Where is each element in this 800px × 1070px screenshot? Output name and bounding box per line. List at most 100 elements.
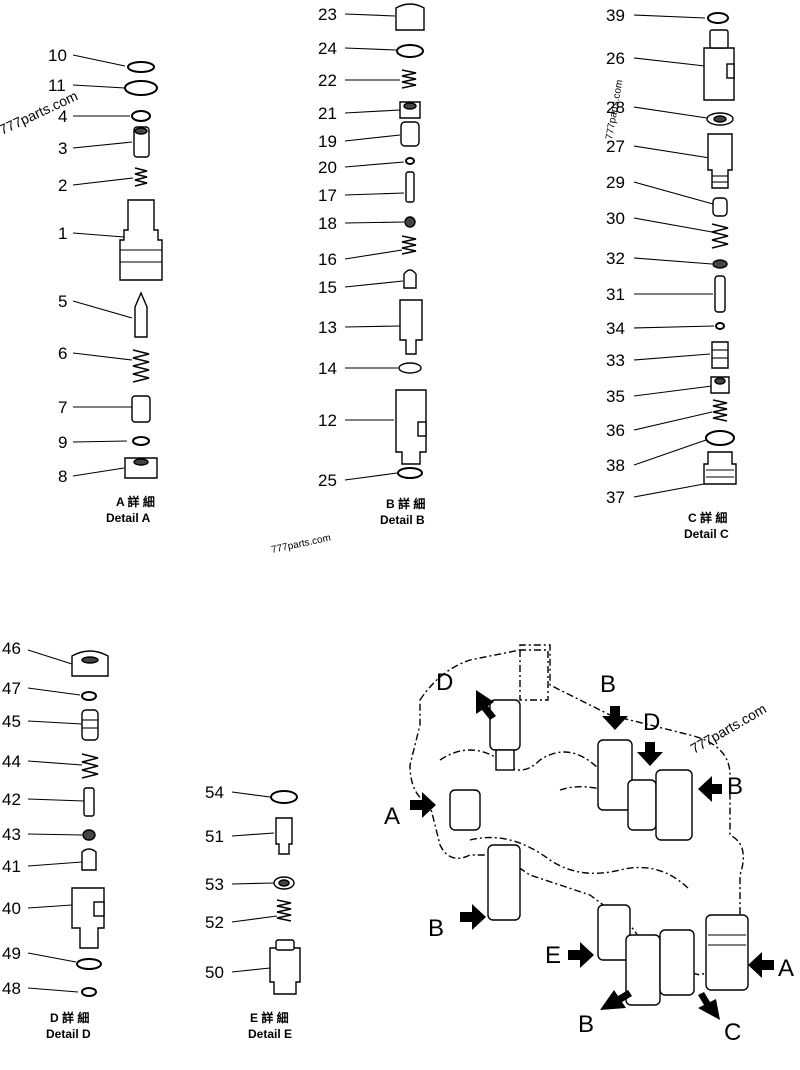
poppet-29	[712, 197, 728, 217]
ring-43	[82, 829, 96, 841]
cartridge-b-bottom	[625, 934, 661, 1006]
callout-b-bottom: B	[578, 1011, 594, 1038]
stem-51	[275, 817, 293, 855]
label-b-18: 18	[318, 214, 337, 233]
stem-42	[83, 787, 95, 817]
spring-30	[711, 223, 729, 249]
arrow-b-right	[698, 776, 722, 802]
label-b-17: 17	[318, 186, 337, 205]
label-e-52: 52	[205, 913, 224, 932]
arrow-b-top	[602, 706, 628, 730]
sleeve-27	[707, 133, 733, 189]
sleeve-13	[399, 299, 423, 355]
needle-5	[134, 291, 148, 338]
oring-11	[124, 80, 158, 96]
ring-14	[398, 362, 422, 374]
caption-c-en: Detail C	[684, 527, 729, 541]
label-b-24: 24	[318, 39, 337, 58]
label-c-28: 28	[606, 98, 625, 117]
label-d-49: 49	[2, 944, 21, 963]
label-e-50: 50	[205, 963, 224, 982]
arrow-d-top	[476, 690, 496, 720]
label-b-21: 21	[318, 104, 337, 123]
caption-d-en: Detail D	[46, 1027, 91, 1041]
arrow-a-right	[748, 952, 774, 978]
spring-52	[276, 899, 292, 922]
label-b-16: 16	[318, 250, 337, 269]
detail-b-group: 23 24 22 21 19 20 17 18 16 15 13 14 12 2…	[318, 3, 427, 527]
arrow-b-bottom	[600, 990, 632, 1010]
arrow-b-left	[460, 904, 486, 930]
piston-3	[133, 126, 150, 158]
label-d-46: 46	[2, 639, 21, 658]
label-d-47: 47	[2, 679, 21, 698]
label-c-34: 34	[606, 319, 625, 338]
spring-36	[712, 399, 728, 422]
callout-a-left: A	[384, 803, 400, 830]
nut-8	[124, 457, 158, 479]
label-d-44: 44	[2, 752, 21, 771]
cartridge-b-top	[597, 739, 633, 811]
callout-e: E	[545, 942, 561, 969]
label-c-32: 32	[606, 249, 625, 268]
label-c-27: 27	[606, 137, 625, 156]
callout-b-top: B	[600, 671, 616, 698]
valve-assembly: D B D B A B E A B C	[384, 644, 794, 1046]
oring-10	[127, 61, 155, 73]
label-a-7: 7	[58, 398, 67, 417]
caption-d-jp: D 詳 細	[50, 1010, 89, 1025]
caption-b-en: Detail B	[380, 513, 425, 527]
spring-44	[81, 753, 99, 779]
stem-17	[405, 171, 415, 203]
label-a-11: 11	[48, 76, 66, 95]
seat-7	[131, 395, 151, 423]
spring-6	[132, 349, 150, 383]
arrow-d-mid	[637, 742, 663, 766]
spring-16	[401, 235, 417, 255]
label-b-20: 20	[318, 158, 337, 177]
label-c-39: 39	[606, 6, 625, 25]
label-d-48: 48	[2, 979, 21, 998]
cartridge-b-left	[487, 844, 521, 921]
label-a-5: 5	[58, 292, 67, 311]
cartridge-a-right	[705, 914, 749, 991]
label-a-9: 9	[58, 433, 67, 452]
oring-25	[397, 467, 423, 479]
caption-e-en: Detail E	[248, 1027, 292, 1041]
stem-31	[714, 275, 726, 313]
label-b-14: 14	[318, 359, 337, 378]
caption-b-jp: B 詳 細	[386, 496, 425, 511]
poppet-41	[81, 848, 97, 871]
label-b-15: 15	[318, 278, 337, 297]
label-a-8: 8	[58, 467, 67, 486]
label-b-19: 19	[318, 132, 337, 151]
label-c-26: 26	[606, 49, 625, 68]
label-c-36: 36	[606, 421, 625, 440]
label-d-42: 42	[2, 790, 21, 809]
label-b-23: 23	[318, 5, 337, 24]
label-a-2: 2	[58, 176, 67, 195]
label-b-22: 22	[318, 71, 337, 90]
valve-body-1	[119, 199, 163, 281]
label-a-10: 10	[48, 46, 67, 65]
oring-20	[405, 157, 415, 165]
label-e-54: 54	[205, 783, 224, 802]
caption-a-jp: A 詳 細	[116, 494, 155, 509]
detail-a-group: 10 11 4 3 2 1 5 6 7 9 8 A 詳 細 Detail A	[48, 46, 163, 525]
cap-12	[395, 389, 427, 465]
label-c-35: 35	[606, 387, 625, 406]
ring-32	[712, 259, 728, 269]
oring-38	[705, 430, 735, 446]
label-b-25: 25	[318, 471, 337, 490]
plug-37	[703, 451, 737, 485]
oring-39	[707, 12, 729, 24]
callout-c: C	[724, 1019, 741, 1046]
label-c-30: 30	[606, 209, 625, 228]
cartridge-d-top	[489, 699, 521, 751]
oring-48	[81, 987, 97, 997]
label-d-45: 45	[2, 712, 21, 731]
valve-19	[400, 121, 420, 147]
plug-23	[395, 3, 425, 31]
label-d-41: 41	[2, 857, 21, 876]
